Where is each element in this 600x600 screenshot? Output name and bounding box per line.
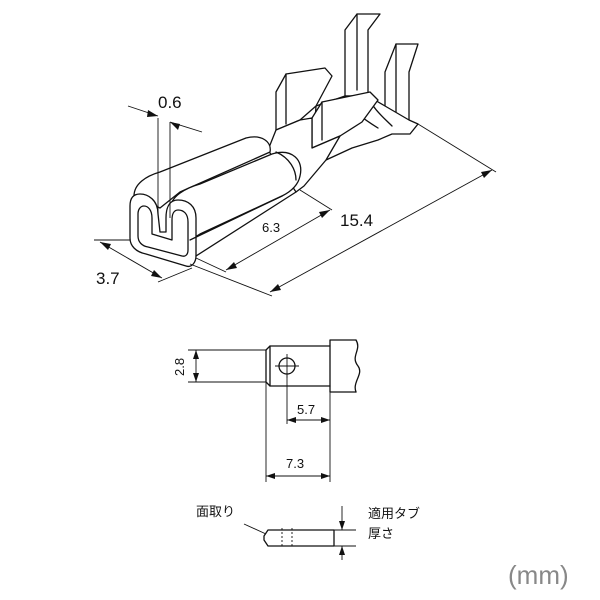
receptacle-seam <box>189 195 283 241</box>
tab-side-outline <box>263 529 335 547</box>
thick-arrow-bottom <box>339 546 345 555</box>
tabw-arrow-top <box>193 350 199 359</box>
label-tab-thickness-2: 厚さ <box>368 527 394 542</box>
receptacle-front-face <box>129 193 197 268</box>
holepos-arrow-right <box>321 417 330 423</box>
tab-break-line <box>354 339 361 393</box>
tab-outline-top <box>265 339 357 351</box>
terminal-isometric-view <box>129 13 419 268</box>
chamfer-leader <box>243 523 267 535</box>
recept-arrow-right <box>319 210 330 218</box>
overall-ext-left <box>189 263 273 297</box>
dim-tab-length: 7.3 <box>286 456 304 471</box>
tab-side-view: 面取り 適用タブ 厚さ <box>196 505 420 560</box>
recept-dim-line <box>225 209 331 271</box>
overall-ext-right <box>417 123 497 173</box>
receptacle-inner-contour <box>137 205 189 257</box>
receptacle-roll-front <box>169 151 302 241</box>
dim-overall-length: 15.4 <box>340 211 373 230</box>
label-tab-thickness-1: 適用タブ <box>368 506 420 522</box>
thickness-arrow-left <box>147 110 158 117</box>
tabl-arrow-right <box>321 473 330 479</box>
holepos-arrow-left <box>287 417 296 423</box>
recept-arrow-left <box>226 262 237 270</box>
receptacle-bottom-edge <box>195 191 297 257</box>
overall-arrow-right <box>481 170 492 178</box>
tab-outline-bottom <box>265 349 357 393</box>
width-dim-line <box>99 241 163 279</box>
tab-top-view: 2.8 5.7 7.3 <box>172 339 361 482</box>
dim-width: 3.7 <box>96 269 120 288</box>
thick-arrow-top <box>339 521 345 530</box>
dim-hole-position: 5.7 <box>297 402 315 417</box>
tabl-arrow-left <box>266 473 275 479</box>
dim-receptacle-length: 6.3 <box>262 220 280 235</box>
unit-label: (mm) <box>508 560 569 590</box>
thickness-arrow-right <box>170 122 180 130</box>
receptacle-roll-back <box>133 136 271 209</box>
label-chamfer: 面取り <box>196 505 235 520</box>
width-arrow-right <box>151 270 162 278</box>
rear-crimp-wing-back <box>344 13 381 97</box>
overall-dim-line <box>269 169 493 293</box>
overall-arrow-left <box>270 284 281 292</box>
recept-ext-left <box>195 257 227 273</box>
width-ext-right <box>157 267 193 283</box>
tabw-arrow-bottom <box>193 373 199 382</box>
dim-thickness: 0.6 <box>158 93 182 112</box>
isometric-dimensions: 0.6 3.7 6.3 15.4 <box>94 93 497 297</box>
dim-tab-width: 2.8 <box>172 358 187 376</box>
recept-ext-right <box>299 189 333 211</box>
width-arrow-left <box>100 242 111 250</box>
roll-highlight <box>275 151 297 181</box>
